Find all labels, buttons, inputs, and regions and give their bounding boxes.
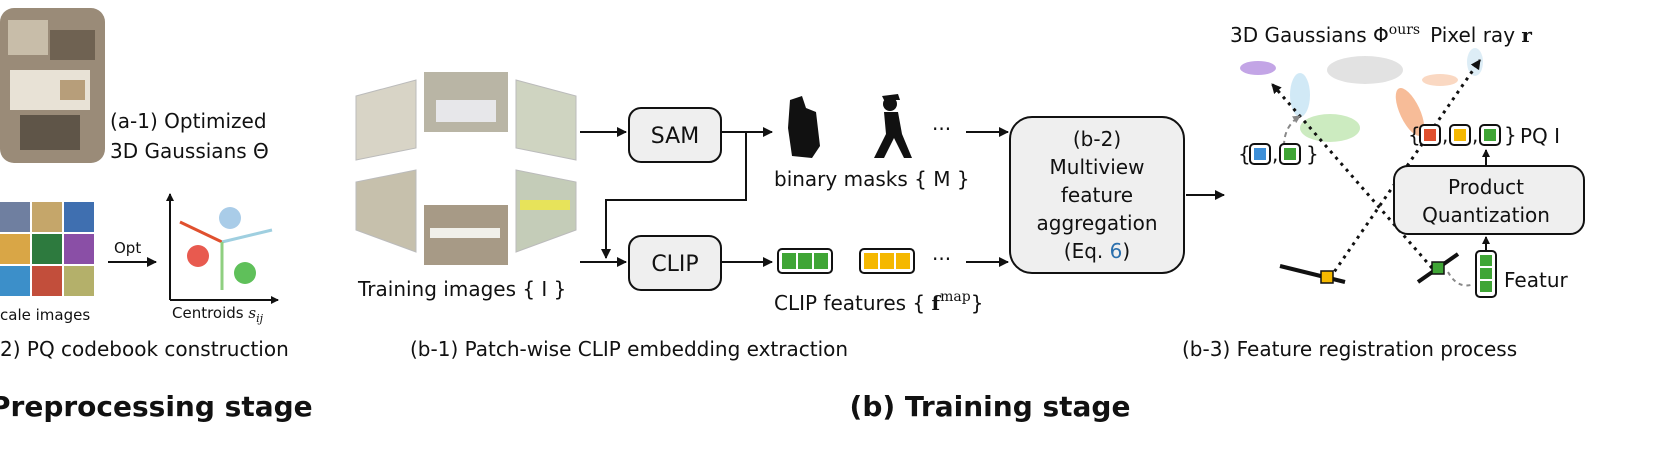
pixel-ray-line-2 (1270, 83, 1434, 269)
feature-label: Featur (1504, 268, 1568, 292)
pq-line2: Quantization (1422, 203, 1550, 227)
centroid-plot (166, 193, 279, 304)
b1-caption: (b-1) Patch-wise CLIP embedding extracti… (410, 337, 848, 361)
centroid-green (234, 262, 256, 284)
pq-index-label: PQ I (1520, 124, 1560, 148)
scale-images-caption: cale images (0, 306, 90, 324)
opt-label: Opt (114, 239, 141, 257)
aggregation-line1: (b-2) (1073, 127, 1121, 151)
product-quantization-box (1393, 165, 1585, 235)
preprocessing-stage-title: Preprocessing stage (0, 390, 313, 423)
gaussian-index-set: { , } (1238, 142, 1319, 166)
pq-index-set: { , , } (1408, 123, 1517, 147)
multiscale-image-grid (0, 202, 94, 296)
svg-text:}: } (1306, 142, 1319, 166)
blurred-gaussians (1240, 48, 1483, 142)
index-to-gaussian-arrow (1283, 115, 1301, 147)
a1-label-line2: 3D Gaussians Θ (110, 139, 269, 163)
pq-line1: Product (1448, 175, 1524, 199)
sam-box (628, 107, 722, 163)
masks-ellipsis: ··· (932, 117, 951, 141)
aggregation-line2: Multiview (1050, 155, 1145, 179)
masks-to-clip-arrow (601, 132, 747, 259)
clip-features-label: CLIP features { fmap} (774, 289, 983, 315)
binary-masks-label: binary masks { M } (774, 167, 970, 191)
clip-feature-vector-green (777, 248, 833, 274)
a2-caption: 2) PQ codebook construction (0, 337, 289, 361)
svg-text:{: { (1238, 142, 1251, 166)
svg-text:,: , (1472, 123, 1478, 147)
feature-vector-vertical (1475, 250, 1497, 298)
clip-label: CLIP (651, 252, 698, 277)
svg-text:}: } (1504, 123, 1517, 147)
svg-text:{: { (1408, 123, 1421, 147)
svg-text:,: , (1272, 142, 1278, 166)
scene-render-thumbnail (0, 8, 105, 163)
sam-label: SAM (651, 124, 699, 149)
aggregation-line4: aggregation (1037, 211, 1158, 235)
centroids-label: Centroids sij (172, 304, 264, 325)
binary-mask-silhouette-1 (788, 96, 820, 158)
a1-label-line1: (a-1) Optimized (110, 109, 267, 133)
b3-caption: (b-3) Feature registration process (1182, 337, 1517, 361)
svg-text:,: , (1442, 123, 1448, 147)
training-image-ring (355, 72, 577, 265)
image-plane-1 (1279, 264, 1346, 284)
centroid-red (187, 245, 209, 267)
aggregation-box (1009, 116, 1185, 274)
training-stage-title: (b) Training stage (850, 390, 1131, 423)
pixel-marker-green (1431, 261, 1445, 275)
binary-mask-silhouette-2 (874, 94, 912, 158)
clip-feature-vector-yellow (859, 248, 915, 274)
features-ellipsis: ··· (932, 247, 951, 271)
pixel-marker-yellow (1320, 270, 1334, 284)
centroid-blue (219, 207, 241, 229)
pixel-to-feature-link (1447, 271, 1475, 287)
training-images-label: Training images { I } (357, 277, 566, 301)
aggregation-line3: feature (1061, 183, 1133, 207)
aggregation-line5: (Eq. 6) (1064, 239, 1130, 263)
